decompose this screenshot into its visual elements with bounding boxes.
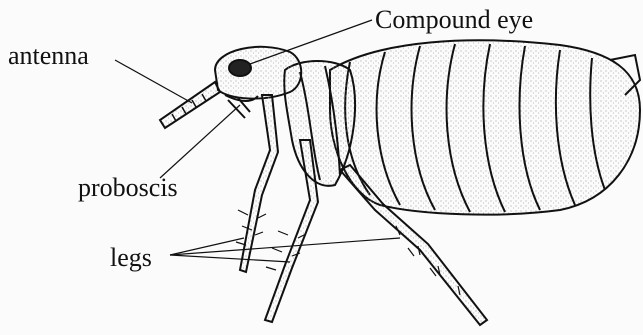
legs-label: legs bbox=[110, 243, 152, 272]
head bbox=[215, 47, 301, 99]
legs-leader-2 bbox=[170, 255, 290, 262]
antenna bbox=[160, 82, 220, 128]
abdomen bbox=[330, 40, 640, 214]
antenna-leader bbox=[115, 60, 192, 103]
compound-eye bbox=[229, 60, 251, 76]
proboscis-label: proboscis bbox=[78, 173, 178, 202]
antenna-label: antenna bbox=[8, 41, 89, 70]
compound-eye-leader bbox=[250, 20, 372, 64]
compound-eye-label: Compound eye bbox=[375, 5, 533, 34]
